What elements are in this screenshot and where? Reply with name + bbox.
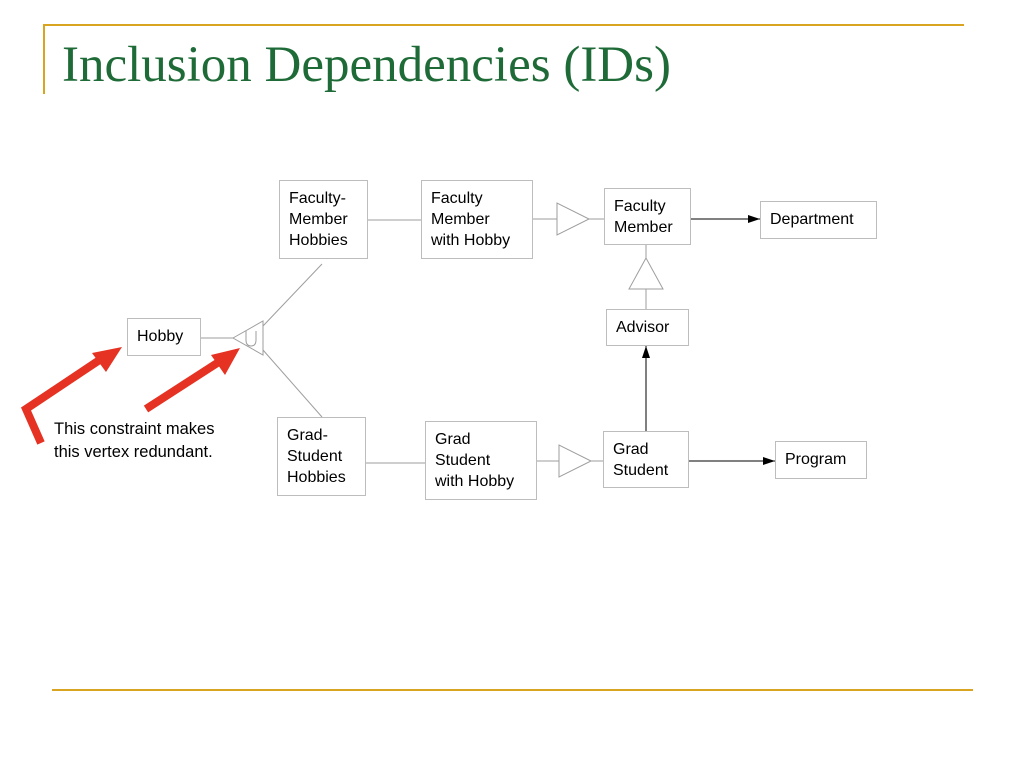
subset-triangle-advisor-icon xyxy=(628,256,664,290)
node-line: Grad xyxy=(613,441,649,458)
node-line: Program xyxy=(785,451,847,468)
entity-program: Program xyxy=(775,441,867,479)
entity-grad-student-with-hobby: Grad Student with Hobby xyxy=(425,421,537,500)
node-line: Member xyxy=(614,219,673,236)
entity-faculty-member-hobbies: Faculty- Member Hobbies xyxy=(279,180,368,259)
node-line: Member xyxy=(289,211,348,228)
union-symbol-icon xyxy=(245,331,257,347)
node-line: Faculty- xyxy=(289,190,346,207)
node-line: Advisor xyxy=(616,319,670,336)
callout-arrow-to-hobby-icon xyxy=(20,353,107,445)
node-line: Hobbies xyxy=(287,469,346,486)
node-line: Faculty xyxy=(431,190,483,207)
edge-union-to-gsh xyxy=(262,349,323,418)
entity-grad-student-hobbies: Grad- Student Hobbies xyxy=(277,417,366,496)
node-line: Student xyxy=(287,448,343,465)
entity-advisor: Advisor xyxy=(606,309,689,346)
node-line: Hobby xyxy=(137,328,184,345)
callout-arrow-to-hobby-head-icon xyxy=(92,347,122,372)
node-line: with Hobby xyxy=(435,473,515,490)
subset-triangle-bottom-icon xyxy=(558,444,593,478)
slide-border-left xyxy=(43,24,45,94)
callout-line: This constraint makes xyxy=(54,420,215,438)
callout-arrow-to-union-icon xyxy=(143,354,228,413)
edge-union-to-fmh xyxy=(262,263,323,327)
entity-hobby: Hobby xyxy=(127,318,201,356)
node-line: Faculty xyxy=(614,198,666,215)
node-line: Department xyxy=(770,211,854,228)
redundancy-callout: This constraint makes this vertex redund… xyxy=(54,418,214,464)
entity-grad-student: Grad Student xyxy=(603,431,689,488)
entity-faculty-member: Faculty Member xyxy=(604,188,691,245)
node-line: Hobbies xyxy=(289,232,348,249)
subset-triangle-top-icon xyxy=(556,202,591,236)
entity-department: Department xyxy=(760,201,877,239)
node-line: with Hobby xyxy=(431,232,511,249)
node-line: Student xyxy=(613,462,669,479)
callout-arrow-to-union-head-icon xyxy=(211,348,240,375)
union-triangle-icon xyxy=(231,320,264,356)
node-line: Grad- xyxy=(287,427,328,444)
node-line: Grad xyxy=(435,431,471,448)
slide-title: Inclusion Dependencies (IDs) xyxy=(62,37,671,93)
slide-border-bottom xyxy=(52,689,973,691)
entity-faculty-member-with-hobby: Faculty Member with Hobby xyxy=(421,180,533,259)
callout-line: this vertex redundant. xyxy=(54,443,213,461)
node-line: Member xyxy=(431,211,490,228)
slide-border-top xyxy=(43,24,964,26)
node-line: Student xyxy=(435,452,491,469)
